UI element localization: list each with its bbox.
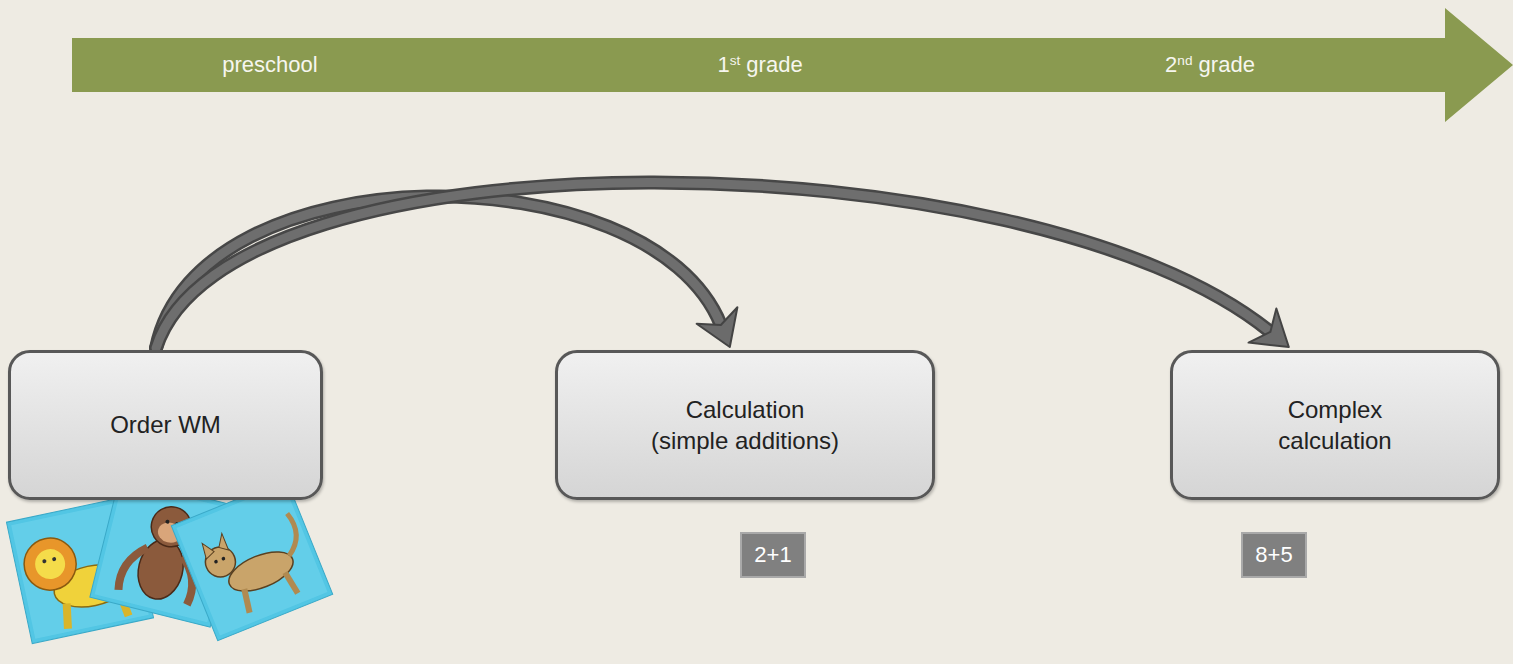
arrow-body <box>156 182 1270 348</box>
process-box: Complex calculation <box>1170 350 1500 500</box>
example-text: 8+5 <box>1255 542 1292 568</box>
example-text: 2+1 <box>754 542 791 568</box>
arrow-shape <box>72 8 1513 122</box>
arrowhead <box>697 307 738 347</box>
arrow-outline <box>156 196 721 348</box>
period-label: 2nd grade <box>1165 52 1255 78</box>
curved-arrow <box>156 182 1289 348</box>
period-label: 1st grade <box>717 52 802 78</box>
arrow-outline <box>156 182 1270 348</box>
process-box: Order WM <box>8 350 323 500</box>
box-label: Complex calculation <box>1237 394 1433 456</box>
cat-card <box>171 479 332 640</box>
period-label: preschool <box>222 52 317 78</box>
arrow-body <box>156 196 721 348</box>
process-box: Calculation (simple additions) <box>555 350 935 500</box>
timeline-band: preschool 1st grade 2nd grade <box>72 8 1513 122</box>
arrowhead <box>1249 308 1289 347</box>
example-box: 8+5 <box>1241 532 1307 578</box>
box-label: Calculation (simple additions) <box>647 394 843 456</box>
example-box: 2+1 <box>740 532 806 578</box>
box-label: Order WM <box>110 409 221 440</box>
curved-arrow <box>156 196 737 348</box>
